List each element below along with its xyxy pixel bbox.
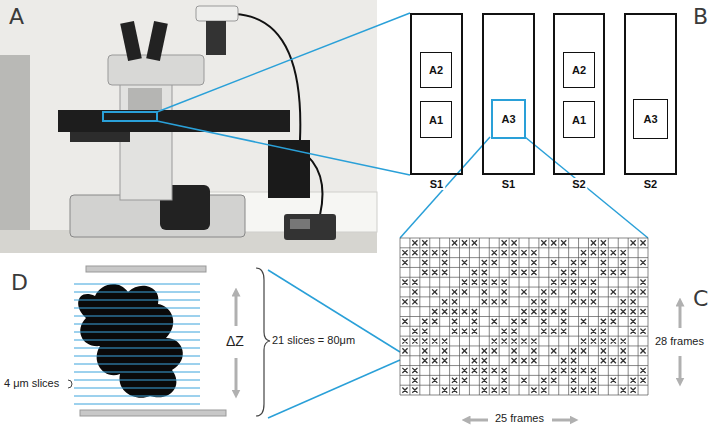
arrow xyxy=(552,419,574,422)
tissue-blob xyxy=(78,284,183,398)
slice-line xyxy=(74,348,200,349)
slice-line xyxy=(74,356,200,357)
slice-line xyxy=(74,396,200,397)
arrow xyxy=(679,302,682,328)
zoom-line xyxy=(157,13,410,112)
slice-line xyxy=(74,388,200,389)
zoom-line xyxy=(525,137,648,238)
glass-slide: S1A3 xyxy=(482,13,535,175)
frame-grid xyxy=(400,238,648,395)
area-label: A3 xyxy=(501,113,515,125)
highlight-box xyxy=(103,112,157,121)
sample-area-box: A2 xyxy=(563,52,595,88)
area-label: A2 xyxy=(572,64,586,76)
shelf-frame xyxy=(0,55,30,253)
sample-area-box: A1 xyxy=(563,101,595,138)
stack-brace xyxy=(256,268,270,416)
controller-display xyxy=(290,219,310,229)
dimension-arrows xyxy=(236,292,680,420)
slice-line xyxy=(74,404,200,405)
stage xyxy=(58,110,290,132)
area-label: A1 xyxy=(429,114,443,126)
slice-line xyxy=(74,332,200,333)
slice-line xyxy=(74,308,200,309)
slice-lines xyxy=(74,284,200,404)
slice-line xyxy=(74,316,200,317)
arrow xyxy=(466,419,488,422)
dimension-label: 25 frames xyxy=(494,412,545,425)
slice-line xyxy=(74,284,200,285)
zoom-lines xyxy=(157,13,648,418)
photo-wall xyxy=(0,0,377,253)
zoom-line xyxy=(268,270,400,352)
microscope-base xyxy=(70,195,245,237)
zoom-line xyxy=(400,137,490,238)
glass-slide: S2A3 xyxy=(624,13,677,175)
arrow xyxy=(235,292,238,326)
eyepiece xyxy=(146,21,168,61)
slice-line xyxy=(74,340,200,341)
objective xyxy=(128,88,162,110)
glass-slide: S1A2A1 xyxy=(410,13,463,175)
slice-line xyxy=(74,300,200,301)
area-label: A1 xyxy=(572,114,586,126)
zoom-line xyxy=(157,121,410,175)
slide-label: S1 xyxy=(428,178,445,190)
sample-area-box: A1 xyxy=(420,101,452,138)
selected-frame-marks xyxy=(402,240,645,392)
dimension-label: ΔZ xyxy=(225,333,245,349)
camera xyxy=(196,6,238,21)
area-label: A3 xyxy=(643,113,657,125)
camera-tube xyxy=(206,21,226,55)
arrow xyxy=(679,356,682,382)
top-plate xyxy=(86,266,206,272)
slice-line xyxy=(74,292,200,293)
dimension-label: 28 frames xyxy=(654,335,705,348)
eyepiece xyxy=(120,21,142,61)
slice-brace xyxy=(68,380,72,388)
slice-line xyxy=(74,380,200,381)
grid-lines xyxy=(400,238,648,395)
sample-area-box: A2 xyxy=(420,52,452,88)
arrow xyxy=(235,358,238,394)
sample-area-box: A3 xyxy=(633,99,668,139)
slide-label: S2 xyxy=(642,178,659,190)
controller xyxy=(284,214,336,240)
zoom-line xyxy=(268,360,400,418)
sample-slices xyxy=(68,266,270,416)
panel-letter: A xyxy=(8,4,25,29)
panel-letter: B xyxy=(692,4,709,29)
bottom-plate xyxy=(80,410,226,416)
slide-label: S2 xyxy=(570,178,587,190)
panel-letter: C xyxy=(692,286,709,311)
slice-line xyxy=(74,324,200,325)
stage-holder xyxy=(70,132,130,142)
slice-line xyxy=(74,364,200,365)
area-label: A2 xyxy=(429,64,443,76)
slide-label: S1 xyxy=(500,178,517,190)
slice-line xyxy=(74,372,200,373)
sample-area-box: A3 xyxy=(491,99,526,139)
dimension-label: 21 slices = 80μm xyxy=(271,334,356,347)
glass-slide: S2A2A1 xyxy=(553,13,605,175)
panel-letter: D xyxy=(10,270,29,295)
microscope-photo xyxy=(0,0,377,253)
dimension-label: 4 μm slices xyxy=(3,377,60,390)
